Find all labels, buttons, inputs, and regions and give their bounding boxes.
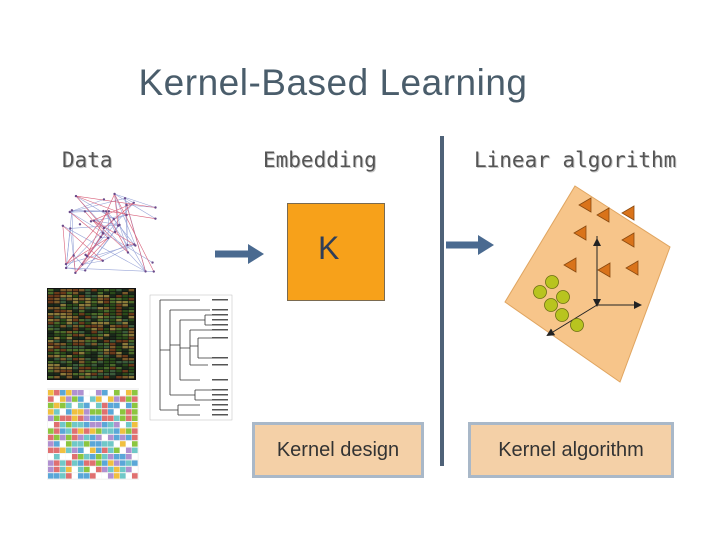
triangle-point — [621, 205, 635, 221]
kernel-design-label: Kernel design — [276, 438, 400, 461]
kernel-matrix-box — [287, 203, 385, 301]
phylogenetic-tree-icon — [149, 294, 233, 421]
triangle-point — [573, 225, 587, 241]
column-heading-data: Data — [62, 148, 113, 172]
kernel-algorithm-label: Kernel algorithm — [498, 438, 644, 461]
triangle-point — [625, 260, 639, 276]
triangle-point — [596, 207, 610, 223]
circle-point — [555, 308, 569, 322]
circle-point — [533, 285, 547, 299]
sequence-alignment-icon — [47, 388, 139, 480]
network-icon — [54, 188, 164, 278]
column-heading-linear-algorithm: Linear algorithm — [474, 148, 677, 172]
arrow-embedding-to-linear — [446, 235, 494, 255]
circle-point — [545, 275, 559, 289]
microarray-icon — [47, 288, 136, 380]
kernel-algorithm-box: Kernel algorithm — [468, 422, 674, 478]
triangle-point — [578, 197, 592, 213]
circle-point — [570, 318, 584, 332]
page-title: Kernel-Based Learning — [138, 62, 528, 103]
triangle-point — [621, 232, 635, 248]
feature-space-plane — [504, 185, 671, 383]
arrow-data-to-embedding — [215, 244, 264, 264]
kernel-symbol: K — [318, 230, 340, 266]
kernel-design-box: Kernel design — [252, 422, 424, 478]
column-heading-embedding: Embedding — [263, 148, 377, 172]
circle-point — [556, 290, 570, 304]
circle-point — [544, 298, 558, 312]
vertical-divider — [440, 136, 444, 466]
triangle-point — [563, 257, 577, 273]
triangle-point — [597, 262, 611, 278]
